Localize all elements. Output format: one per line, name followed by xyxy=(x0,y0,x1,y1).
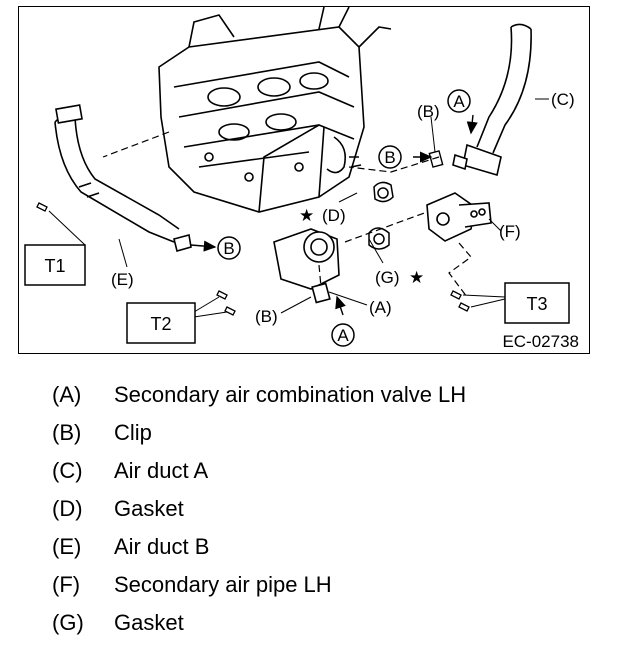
gasket-g xyxy=(368,227,390,250)
star-mark-g: ★ xyxy=(409,268,424,287)
secondary-air-pipe xyxy=(426,192,492,242)
engine-block xyxy=(158,7,392,213)
exploded-diagram: B B A A (C) (B) (D) (F) (G) (A) (B) (E) … xyxy=(18,6,590,354)
legend-key: (E) xyxy=(52,534,82,559)
torque-label-t3: T3 xyxy=(526,294,547,314)
legend-text: Gasket xyxy=(114,610,184,635)
legend-key: (B) xyxy=(52,420,82,445)
callout-e: (E) xyxy=(111,270,134,289)
torque-box-t2: T2 xyxy=(126,302,196,344)
legend-text: Gasket xyxy=(114,496,184,521)
legend-text: Secondary air pipe LH xyxy=(114,572,332,597)
bolts xyxy=(36,202,470,316)
legend-key: (F) xyxy=(52,572,81,597)
circle-mark-b-left: B xyxy=(223,239,234,258)
circle-markers xyxy=(217,89,471,347)
circle-mark-a-upper: A xyxy=(453,92,465,111)
callout-a: (A) xyxy=(369,298,392,317)
leader-lines xyxy=(48,98,549,318)
callout-b-upper: (B) xyxy=(417,102,440,121)
figure-code: EC-02738 xyxy=(502,332,579,351)
air-duct-b-pipe xyxy=(54,104,192,252)
legend-text: Air duct A xyxy=(114,458,209,483)
legend-text: Secondary air combination valve LH xyxy=(114,382,467,407)
callout-g: (G) xyxy=(375,268,400,287)
legend-key: (G) xyxy=(52,610,84,635)
callout-f: (F) xyxy=(499,222,521,241)
air-duct-a-hose xyxy=(452,23,532,177)
legend-text: Air duct B xyxy=(114,534,210,559)
torque-label-t1: T1 xyxy=(44,256,65,276)
clip-upper xyxy=(428,150,444,168)
torque-box-t1: T1 xyxy=(24,244,86,286)
gasket-d xyxy=(373,181,394,203)
legend-key: (C) xyxy=(52,458,83,483)
circle-mark-b-upper: B xyxy=(384,148,395,167)
legend-text: Clip xyxy=(114,420,152,445)
legend-key: (D) xyxy=(52,496,83,521)
callout-c: (C) xyxy=(551,90,575,109)
callout-b-lower: (B) xyxy=(255,307,278,326)
legend-key: (A) xyxy=(52,382,82,407)
combination-valve xyxy=(273,228,340,304)
direction-arrows xyxy=(190,114,478,316)
star-mark-d: ★ xyxy=(299,206,314,225)
callout-d: (D) xyxy=(322,206,346,225)
torque-box-t3: T3 xyxy=(504,282,570,324)
circle-mark-a-lower: A xyxy=(337,326,349,345)
torque-label-t2: T2 xyxy=(150,314,171,334)
